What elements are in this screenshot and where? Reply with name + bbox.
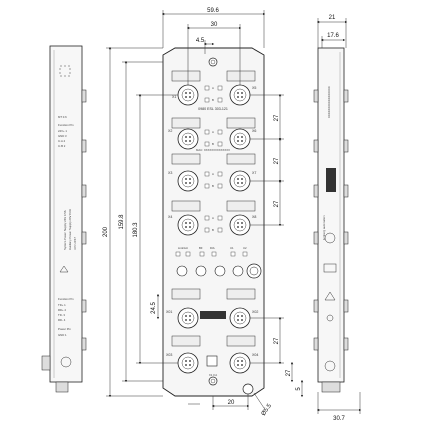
- dim-side-bottom-depth: 30.7: [333, 416, 345, 422]
- mac-address: MAC: XXXXXXXXXXXXXX: [196, 148, 230, 152]
- io-led-letters: A B A B A B A B: [212, 86, 214, 232]
- front-view: A B A B A B A B X1 X2 X3 X4 X5 X6 X7 X8 …: [162, 47, 265, 397]
- right-dimension-text: 21 17.6 30.7: [327, 15, 345, 422]
- led-label-linkact: Link/Act: [178, 246, 188, 250]
- mount-hole-bottom: [208, 376, 218, 386]
- port-x01: X01: [166, 310, 172, 314]
- dim-pitch-24: 24.5: [151, 302, 157, 314]
- svg-text:Function Pin: Function Pin: [58, 297, 74, 301]
- dim-height-inner: 180.3: [133, 222, 139, 238]
- m12-connectors: [177, 84, 251, 374]
- dim-height-overall: 200: [103, 226, 109, 237]
- side-text-1: System Power Supply 24V 0.5A: [63, 210, 67, 250]
- brand-logo: [200, 311, 226, 319]
- svg-text:In B 2: In B 2: [58, 144, 66, 148]
- dim-center-offset: 4.5: [196, 38, 205, 44]
- port-x1: X1: [172, 95, 176, 99]
- svg-text:A: A: [212, 172, 214, 176]
- port-x4: X4: [168, 215, 172, 219]
- svg-text:RD+ 2: RD+ 2: [58, 308, 66, 312]
- svg-text:TD- 3: TD- 3: [58, 313, 65, 317]
- ce-mark-icon: [323, 263, 337, 273]
- dim-pitch-27-b: 27: [274, 157, 280, 164]
- ground-screw: [242, 383, 254, 395]
- ground-icon: [60, 356, 72, 368]
- svg-text:Power Pin: Power Pin: [58, 327, 71, 331]
- dim-pitch-27-c: 27: [274, 200, 280, 207]
- svg-text:GND 1: GND 1: [58, 333, 67, 337]
- dim-pitch-27-a: 27: [274, 114, 280, 121]
- side-print-left: MT 0.6 Function Pin 24V+ 1 GND 3 In A 4 …: [58, 115, 74, 337]
- rotary-switch: [246, 263, 262, 279]
- ul-mark-icon: [324, 232, 336, 244]
- dim-side-inner-depth: 17.6: [327, 33, 339, 39]
- right-dimension-lines: [316, 18, 362, 414]
- dim-dia-a: Ø5.5: [261, 403, 274, 418]
- port-x6: X6: [252, 129, 256, 133]
- dim-height-mid: 159.8: [119, 214, 125, 230]
- port-x04: X04: [252, 353, 258, 357]
- side-brand-text: lumberg automation: [322, 215, 326, 240]
- vent-icon: [324, 360, 336, 372]
- dim-offset-5: 5: [296, 387, 302, 391]
- port-x02: X02: [252, 310, 258, 314]
- svg-text:TD+ 1: TD+ 1: [58, 303, 66, 307]
- side-code: XXXXXXXXXXXXXXXXX: [327, 86, 331, 118]
- port-x1-label: X1 0 A: [209, 373, 217, 377]
- side-text-2: Auxiliary Power Supply 24V 8.0A: [68, 209, 72, 250]
- svg-text:RD- 4: RD- 4: [58, 318, 66, 322]
- led-label-u1: U1: [230, 246, 234, 250]
- led-label-u2: U2: [243, 246, 247, 250]
- label-windows: [171, 70, 256, 347]
- svg-text:In A 4: In A 4: [58, 139, 65, 143]
- qr-marker: [59, 65, 71, 77]
- port-x3: X3: [168, 171, 172, 175]
- led-label-bf: BF: [199, 246, 203, 250]
- svg-text:A: A: [212, 130, 214, 134]
- svg-text:Function Pin: Function Pin: [58, 123, 74, 127]
- eth-icon: [206, 355, 218, 367]
- port-x5: X5: [252, 86, 256, 90]
- right-side-view: XXXXXXXXXXXXXXXXX lumberg automation: [313, 47, 349, 393]
- port-x2: X2: [168, 129, 172, 133]
- svg-text:24V+ 1: 24V+ 1: [58, 129, 67, 133]
- side-brand-logo: [326, 168, 336, 192]
- pin-b-label: B: [212, 98, 214, 102]
- led-label-dia: DIA: [210, 246, 215, 250]
- dim-offset-bottom: 27: [286, 369, 292, 376]
- left-side-view: MT 0.6 Function Pin 24V+ 1 GND 3 In A 4 …: [41, 45, 87, 393]
- side-text-3: 4 Pin IP67: [73, 237, 77, 250]
- ground-icon-right: [326, 314, 334, 322]
- port-x03: X03: [166, 353, 172, 357]
- port-x8: X8: [252, 215, 256, 219]
- dim-mount-spacing: 30: [211, 22, 218, 28]
- model-number: 0980 ESL 303-121: [198, 107, 228, 111]
- warning-icon: [59, 265, 69, 273]
- svg-text:A: A: [212, 216, 214, 220]
- side-housing-left: [49, 45, 83, 383]
- port-x7: X7: [252, 171, 256, 175]
- svg-text:B: B: [212, 142, 214, 146]
- svg-text:B: B: [212, 184, 214, 188]
- io-leds: [204, 85, 223, 233]
- svg-text:B: B: [212, 228, 214, 232]
- status-led-block: Link/Act BF DIA U1 U2: [175, 246, 262, 279]
- warning-icon-right: [324, 291, 336, 301]
- dim-side-depth: 21: [329, 15, 336, 21]
- svg-text:GND 3: GND 3: [58, 134, 67, 138]
- dim-pitch-27-d: 27: [274, 337, 280, 344]
- port-labels: X1 X2 X3 X4 X5 X6 X7 X8 X01 X02 X03 X04: [166, 86, 258, 357]
- svg-text:MT 0.6: MT 0.6: [58, 115, 67, 119]
- dim-width-overall: 59.6: [207, 8, 219, 14]
- pin-a-label: A: [212, 86, 214, 90]
- dimension-lines: [106, 10, 304, 410]
- dim-bottom-spacing: 20: [228, 400, 235, 406]
- mount-hole-top: [208, 57, 218, 67]
